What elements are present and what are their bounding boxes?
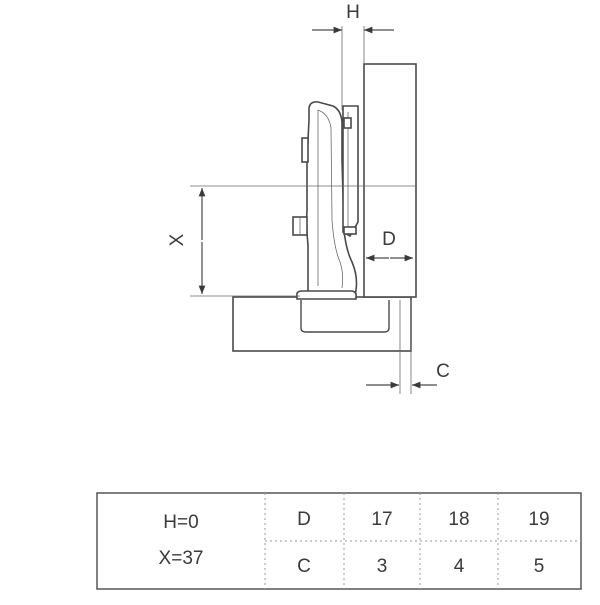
d-value-1: 17 xyxy=(371,509,392,530)
hinge-mounting-plate xyxy=(296,290,357,300)
c-value-3: 5 xyxy=(534,556,545,577)
c-dimension-label: C xyxy=(436,361,450,382)
c-value-2: 4 xyxy=(454,556,465,577)
config-h-value: H=0 xyxy=(163,512,198,533)
table-row-d: D 17 18 19 xyxy=(297,509,549,530)
hinge-arm-inner-line xyxy=(317,109,344,289)
c-value-1: 3 xyxy=(377,556,388,577)
door-panel xyxy=(363,63,417,298)
hinge-bracket-screw-bottom xyxy=(343,226,357,235)
h-dimension-label: H xyxy=(346,2,360,23)
cabinet-side-panel xyxy=(232,296,412,352)
row-label-d: D xyxy=(297,509,311,530)
d-dimension-label: D xyxy=(382,229,396,250)
technical-drawing: H X D C xyxy=(167,2,450,394)
adjustment-screw-upper xyxy=(301,137,309,163)
table-row-c: C 3 4 5 xyxy=(297,556,544,577)
hinge-cup-recess xyxy=(300,300,390,333)
config-x-value: X=37 xyxy=(159,548,204,569)
d-value-3: 19 xyxy=(528,509,549,530)
table-border xyxy=(96,492,582,590)
hinge-bracket-screw-top xyxy=(343,117,352,129)
x-dimension-label: X xyxy=(167,233,188,246)
dimension-table: H=0 X=37 D 17 18 19 C 3 4 5 xyxy=(96,492,582,590)
d-value-2: 18 xyxy=(448,509,469,530)
row-label-c: C xyxy=(297,556,311,577)
